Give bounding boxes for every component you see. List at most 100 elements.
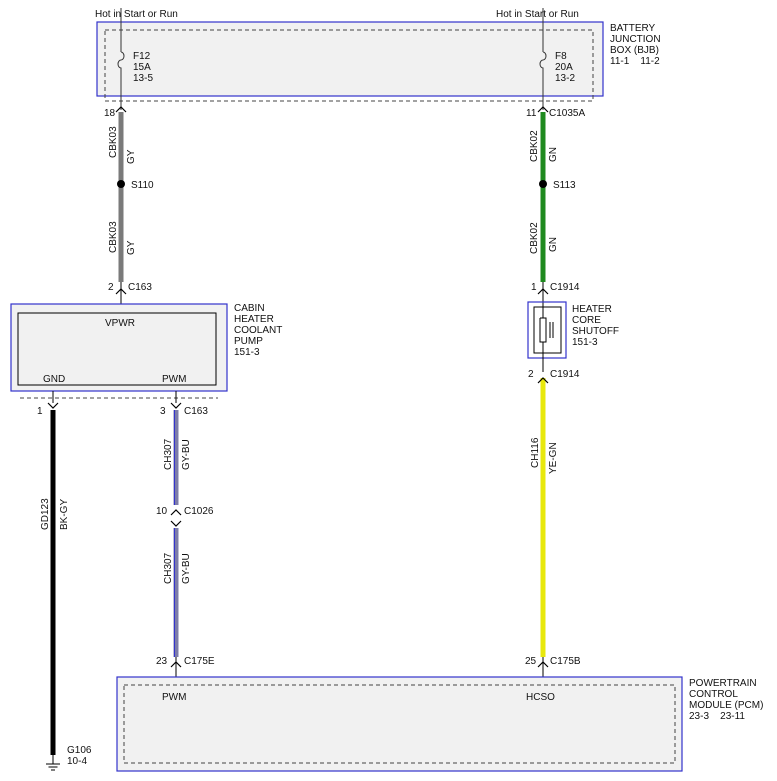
pump-inner-box	[17, 312, 217, 386]
heater-core-shutoff-valve	[527, 301, 567, 372]
color-bk-gy-label: BK-GY	[59, 499, 70, 530]
connector-c1035a-symbol	[537, 106, 549, 113]
pcm-name-line: CONTROL	[689, 689, 738, 700]
pump-body	[11, 304, 227, 391]
valve-name-line: 151-3	[572, 337, 598, 348]
bjb-name-block: BATTERY JUNCTION BOX (BJB) 11-1 11-2	[610, 23, 661, 67]
pcm-outline	[116, 676, 683, 772]
pcm-name-block: POWERTRAIN CONTROL MODULE (PCM) 23-3 23-…	[689, 678, 763, 722]
wire-cbk02-green	[540, 112, 546, 282]
pin-18-label: 18	[104, 108, 116, 119]
connector-c163-label: C163	[128, 282, 152, 293]
bjb-name-line: BOX (BJB)	[610, 45, 659, 56]
circuit-ch116-label: CH116	[530, 437, 541, 468]
color-gy-upper-label: GY	[126, 149, 137, 164]
wire-gd123-black	[50, 410, 56, 755]
wire-ch116-yellow	[540, 378, 546, 657]
fuse-f8-ref: 13-2	[555, 73, 575, 84]
connector-18-symbol	[115, 106, 127, 113]
circuit-ch307-upper-label: CH307	[163, 438, 174, 470]
valve-inner-box	[533, 306, 562, 354]
pin-2-valve-label: 2	[528, 369, 534, 380]
ground-symbol-icon	[46, 755, 60, 771]
valve-name-line: CORE	[572, 315, 601, 326]
pump-name-block: CABIN HEATER COOLANT PUMP 151-3	[234, 303, 282, 358]
circuit-cbk03-upper-label: CBK03	[108, 126, 119, 158]
wire-cbk03-gray	[118, 112, 124, 282]
color-gy-bu-lower-label: GY-BU	[181, 553, 192, 584]
connector-c1026-label: C1026	[184, 506, 214, 517]
connector-c1035a-label: C1035A	[549, 108, 585, 119]
wire-ch307-gybu-upper	[173, 410, 179, 505]
circuit-cbk03-lower-label: CBK03	[108, 221, 119, 253]
color-gn-upper-label: GN	[548, 147, 559, 162]
connector-c1914-out-label: C1914	[550, 369, 580, 380]
bjb-body	[97, 22, 603, 96]
valve-name-line: SHUTOFF	[572, 326, 619, 337]
connector-c163-pwm-label: C163	[184, 406, 208, 417]
pump-terminal-gnd: GND	[43, 374, 65, 385]
pin-11-label: 11	[526, 108, 537, 119]
pin-25-label: 25	[525, 656, 537, 667]
bjb-name-line: 11-1 11-2	[610, 56, 660, 67]
splice-s110-label: S110	[131, 180, 154, 191]
color-gn-lower-label: GN	[548, 237, 559, 252]
cabin-heater-coolant-pump	[10, 303, 228, 399]
connector-c175b-label: C175B	[550, 656, 581, 667]
pin-10-label: 10	[156, 506, 168, 517]
valve-coil-icon	[539, 304, 547, 372]
pcm-terminal-pwm: PWM	[162, 692, 186, 703]
connector-c163-pwm-symbol	[170, 402, 182, 409]
pin-1-ground-label: 1	[37, 406, 43, 417]
connector-c1914-out-symbol	[537, 377, 549, 384]
pump-name-line: PUMP	[234, 336, 263, 347]
power-label-left: Hot in Start or Run	[95, 9, 178, 20]
pcm-name-line: 23-3 23-11	[689, 711, 745, 722]
connector-gnd-pin-symbol	[47, 402, 59, 409]
color-gy-lower-label: GY	[126, 240, 137, 255]
pcm-terminal-hcso: HCSO	[526, 692, 555, 703]
circuit-cbk02-lower-label: CBK02	[529, 222, 540, 254]
splice-s113-dot	[539, 180, 547, 188]
splice-s113-label: S113	[553, 180, 576, 191]
pump-terminal-pwm: PWM	[162, 374, 186, 385]
pcm-inner-dashed	[123, 684, 676, 764]
ground-ref-label: 10-4	[67, 756, 87, 767]
color-gy-bu-upper-label: GY-BU	[181, 439, 192, 470]
pcm-name-line: POWERTRAIN	[689, 678, 757, 689]
circuit-cbk02-upper-label: CBK02	[529, 130, 540, 162]
pump-name-line: HEATER	[234, 314, 274, 325]
wire-ch307-gybu-lower	[173, 528, 179, 657]
valve-name-block: HEATER CORE SHUTOFF 151-3	[572, 304, 619, 348]
connector-c1914-in-label: C1914	[550, 282, 580, 293]
valve-outline	[527, 301, 567, 359]
power-label-right: Hot in Start or Run	[496, 9, 579, 20]
bjb-name-line: BATTERY	[610, 23, 656, 34]
pin-1-label: 1	[531, 282, 537, 293]
fuse-f12-ref: 13-5	[133, 73, 153, 84]
fuse-f12-rating: 15A	[133, 62, 151, 73]
pump-outline	[10, 303, 228, 392]
connector-c1026-symbol	[170, 509, 182, 516]
fuse-f8-id: F8	[555, 51, 567, 62]
bjb-outline	[96, 21, 604, 97]
connector-c175e-label: C175E	[184, 656, 215, 667]
pin-23-label: 23	[156, 656, 168, 667]
fuse-f12-symbol	[117, 8, 125, 110]
pin-2-label: 2	[108, 282, 114, 293]
circuit-ch307-lower-label: CH307	[163, 552, 174, 584]
pump-name-line: COOLANT	[234, 325, 282, 336]
valve-name-line: HEATER	[572, 304, 612, 315]
powertrain-control-module	[116, 676, 683, 772]
pcm-name-line: MODULE (PCM)	[689, 700, 763, 711]
battery-junction-box	[96, 21, 604, 102]
ground-g106-label: G106	[67, 745, 92, 756]
pin-3-label: 3	[160, 406, 166, 417]
circuit-gd123-label: GD123	[40, 498, 51, 530]
pump-terminal-vpwr: VPWR	[105, 318, 135, 329]
splice-s110-dot	[117, 180, 125, 188]
bjb-name-line: JUNCTION	[610, 34, 661, 45]
pump-name-line: 151-3	[234, 347, 260, 358]
fuse-f8-rating: 20A	[555, 62, 573, 73]
